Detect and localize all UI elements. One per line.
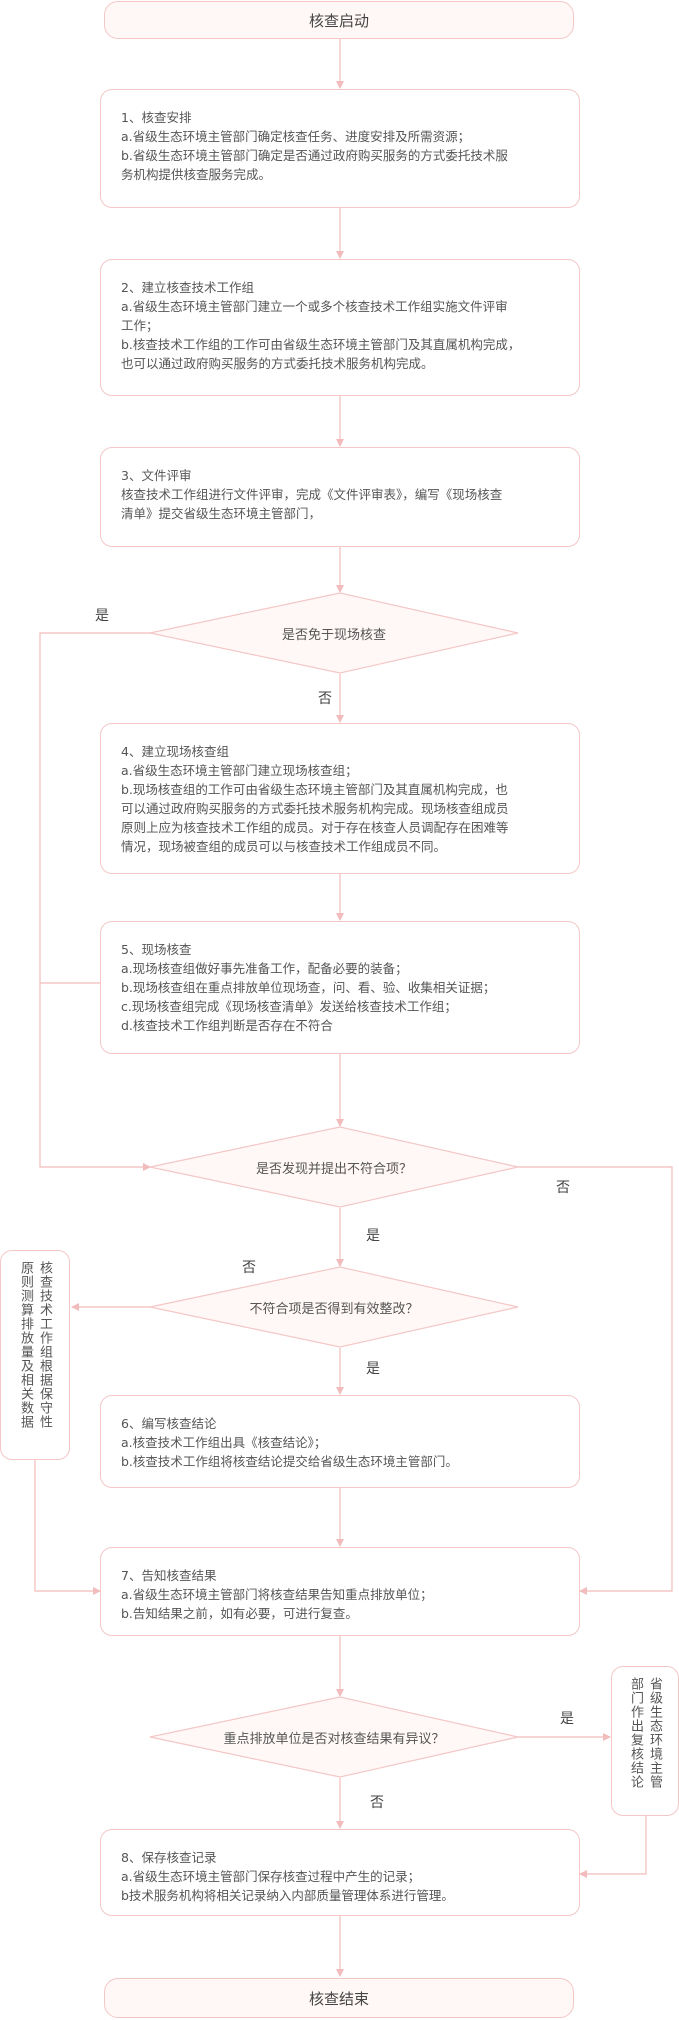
step-title: 3、文件评审: [121, 468, 192, 483]
vertical-text-col: 部门作出复核结论: [628, 1677, 643, 1789]
step-1-box: 1、核查安排 a.省级生态环境主管部门确定核查任务、进度安排及所需资源； b.省…: [100, 89, 580, 208]
step-line: 务机构提供核查服务完成。: [121, 167, 272, 182]
step-line: b.核查技术工作组将核查结论提交给省级生态环境主管部门。: [121, 1454, 458, 1469]
start-terminal: 核查启动: [104, 1, 574, 39]
d2-no-label: 否: [556, 1180, 570, 1196]
step-title: 8、保存核查记录: [121, 1850, 217, 1865]
d2-yes-label: 是: [366, 1228, 380, 1244]
arrow-review-step8: [579, 1816, 647, 1878]
d3-yes-label: 是: [366, 1361, 380, 1377]
step-8-box: 8、保存核查记录 a.省级生态环境主管部门保存核查过程中产生的记录； b技术服务…: [100, 1829, 580, 1916]
step-title: 1、核查安排: [121, 110, 192, 125]
step-line: 核查技术工作组进行文件评审，完成《文件评审表》，编写《现场核查: [121, 487, 503, 502]
decision-1-text: 是否免于现场核查: [281, 628, 386, 643]
review-conclusion-box: 省级生态环境主管 部门作出复核结论: [611, 1666, 679, 1816]
step-3-box: 3、文件评审 核查技术工作组进行文件评审，完成《文件评审表》，编写《现场核查 清…: [100, 447, 580, 547]
step-line: 可以通过政府购买服务的方式委托技术服务机构完成。现场核查组成员: [121, 801, 509, 816]
step-title: 4、建立现场核查组: [121, 744, 229, 759]
step-title: 2、建立核查技术工作组: [121, 280, 254, 295]
arrow-d1-yes-bypass: [39, 632, 151, 1171]
vertical-text-col: 核查技术工作组根据保守性: [37, 1261, 52, 1429]
step-line: 也可以通过政府购买服务的方式委托技术服务机构完成。: [121, 356, 434, 371]
step-line: c.现场核查组完成《现场核查清单》发送给核查技术工作组；: [121, 999, 457, 1014]
step-7-box: 7、告知核查结果 a.省级生态环境主管部门将核查结果告知重点排放单位； b.告知…: [100, 1547, 580, 1636]
vertical-text-col: 省级生态环境主管: [647, 1677, 662, 1789]
step-title: 5、现场核查: [121, 942, 192, 957]
step-line: 情况，现场被查组的成员可以与核查技术工作组成员不同。: [121, 839, 447, 854]
step-title: 6、编写核查结论: [121, 1416, 217, 1431]
step-4-box: 4、建立现场核查组 a.省级生态环境主管部门建立现场核查组； b.现场核查组的工…: [100, 723, 580, 874]
step-line: a.省级生态环境主管部门将核查结果告知重点排放单位；: [121, 1587, 433, 1602]
d4-yes-label: 是: [560, 1711, 574, 1727]
step-line: 清单》提交省级生态环境主管部门，: [121, 506, 322, 521]
decision-diamond-2: [149, 1126, 519, 1208]
arrow-d2-no-bypass: [518, 1166, 673, 1595]
d1-yes-label: 是: [95, 608, 109, 624]
step-line: b.现场核查组的工作可由省级生态环境主管部门及其直属机构完成，也: [121, 782, 508, 797]
decision-diamond-4: [149, 1696, 519, 1778]
decision-2-text: 是否发现并提出不符合项？: [255, 1162, 412, 1177]
step-2-box: 2、建立核查技术工作组 a.省级生态环境主管部门建立一个或多个核查技术工作组实施…: [100, 259, 580, 396]
decision-3-text: 不符合项是否得到有效整改？: [249, 1302, 419, 1317]
end-terminal: 核查结束: [104, 1978, 574, 2018]
step-line: 工作；: [121, 318, 159, 333]
step-line: a.省级生态环境主管部门建立一个或多个核查技术工作组实施文件评审: [121, 299, 508, 314]
step-title: 7、告知核查结果: [121, 1568, 217, 1583]
step-line: a.省级生态环境主管部门建立现场核查组；: [121, 763, 358, 778]
step-line: d.核查技术工作组判断是否存在不符合: [121, 1018, 333, 1033]
step-line: a.现场核查组做好事先准备工作，配备必要的装备；: [121, 961, 408, 976]
step-line: a.核查技术工作组出具《核查结论》；: [121, 1435, 327, 1450]
vertical-text-col: 原则测算排放量及相关数据: [18, 1261, 33, 1429]
step-line: b.现场核查组在重点排放单位现场查，问、看、验、收集相关证据；: [121, 980, 496, 995]
step-line: a.省级生态环境主管部门确定核查任务、进度安排及所需资源；: [121, 129, 471, 144]
arrow-sidebox-step7: [34, 1460, 101, 1595]
d3-no-label: 否: [242, 1260, 256, 1276]
step-line: 原则上应为核查技术工作组的成员。对于存在核查人员调配存在困难等: [121, 820, 509, 835]
step-line: b技术服务机构将相关记录纳入内部质量管理体系进行管理。: [121, 1888, 454, 1903]
step-line: b.告知结果之前，如有必要，可进行复查。: [121, 1606, 358, 1621]
d1-no-label: 否: [318, 691, 332, 707]
step-5-box: 5、现场核查 a.现场核查组做好事先准备工作，配备必要的装备； b.现场核查组在…: [100, 921, 580, 1054]
step-line: b.省级生态环境主管部门确定是否通过政府购买服务的方式委托技术服: [121, 148, 508, 163]
step-line: b.核查技术工作组的工作可由省级生态环境主管部门及其直属机构完成，: [121, 337, 521, 352]
conservative-estimate-box: 核查技术工作组根据保守性 原则测算排放量及相关数据: [0, 1250, 70, 1460]
decision-diamond-1: [149, 592, 519, 674]
decision-diamond-3: [149, 1266, 519, 1348]
d4-no-label: 否: [370, 1795, 384, 1811]
decision-4-text: 重点排放单位是否对核查结果有异议？: [223, 1732, 445, 1747]
step-line: a.省级生态环境主管部门保存核查过程中产生的记录；: [121, 1869, 421, 1884]
step-6-box: 6、编写核查结论 a.核查技术工作组出具《核查结论》； b.核查技术工作组将核查…: [100, 1395, 580, 1488]
